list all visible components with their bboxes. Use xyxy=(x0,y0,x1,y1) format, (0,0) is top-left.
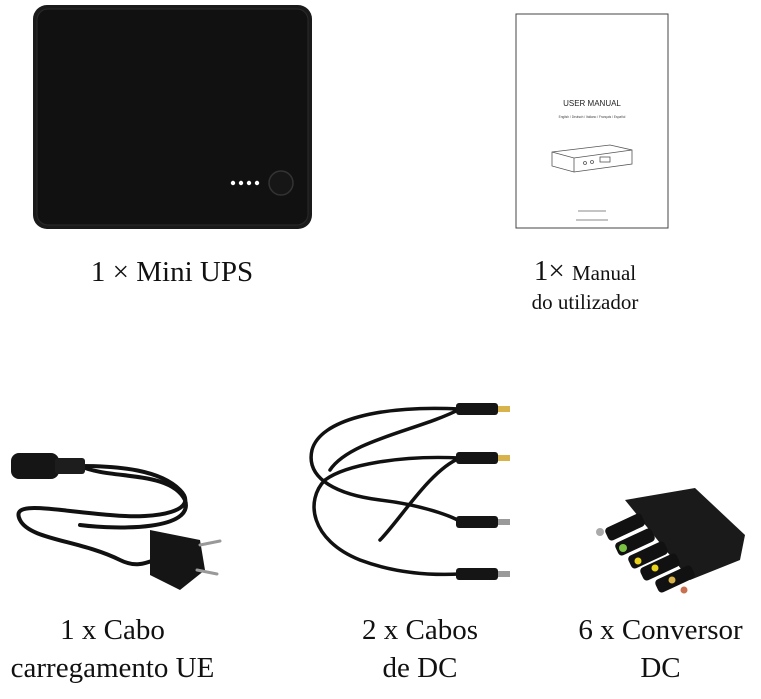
mini-ups-device xyxy=(33,5,312,229)
mini-ups-label: 1 × Mini UPS xyxy=(90,256,254,288)
eu-cable-label-line2: carregamento UE xyxy=(10,652,215,684)
manual-label-line1: 1× Manual xyxy=(480,252,690,292)
dc-cables-label-line2: de DC xyxy=(382,652,458,684)
dc-cables xyxy=(309,403,510,580)
manual-quantity: 1× xyxy=(533,255,565,287)
dc-converter-tips xyxy=(596,488,745,594)
eu-charging-cable xyxy=(11,453,222,590)
manual-label-text: Manual xyxy=(571,261,637,285)
eu-cable-label-line1: 1 x Cabo xyxy=(60,614,165,646)
battery-led-indicators xyxy=(230,180,260,186)
manual-label-line2: do utilizador xyxy=(531,290,639,314)
power-button-icon xyxy=(268,170,294,196)
manual-title: USER MANUAL xyxy=(563,99,621,108)
user-manual-booklet: USER MANUAL English / Deutsch / Italiano… xyxy=(515,13,669,229)
dc-converter-label-line2: DC xyxy=(640,652,681,684)
dc-cables-label-line1: 2 x Cabos xyxy=(362,614,478,646)
manual-languages: English / Deutsch / Italiano / Français … xyxy=(559,115,626,119)
manual-device-sketch xyxy=(551,144,633,173)
dc-converter-label-line1: 6 x Conversor xyxy=(578,614,743,646)
